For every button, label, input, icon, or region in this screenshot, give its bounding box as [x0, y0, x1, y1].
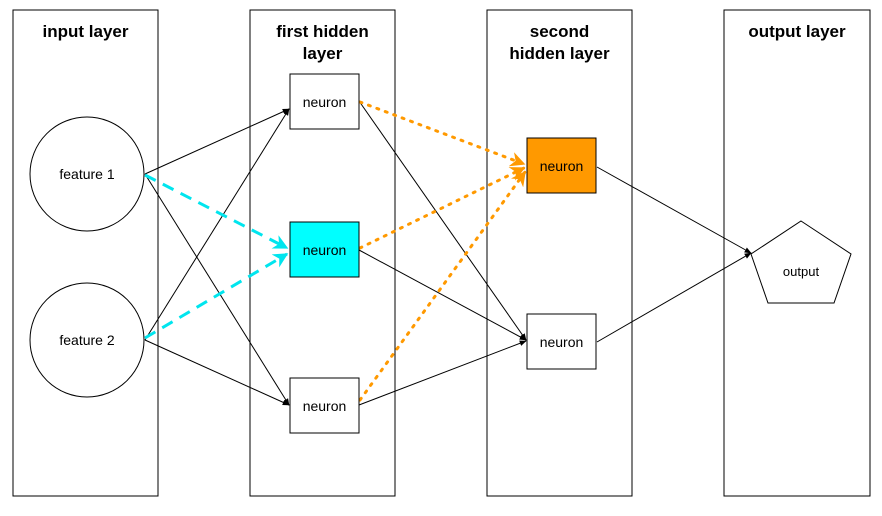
edge-f1-h1n2-highlight	[144, 173, 289, 250]
hidden1-neuron-1: neuron	[289, 73, 360, 130]
edges-cyan-dashed	[144, 173, 289, 340]
edge-h1n3-h2n1-highlight	[358, 170, 527, 402]
hidden2-neuron-1: neuron	[526, 137, 597, 194]
edge-f1-h1n3	[144, 173, 290, 406]
input-node-feature-2: feature 2	[29, 282, 145, 398]
output-node: output	[750, 220, 852, 304]
input-node-circle	[29, 116, 145, 232]
neuron-box	[289, 377, 360, 434]
output-pentagon	[750, 220, 852, 304]
neuron-label: neuron	[303, 242, 347, 258]
hidden1-neuron-3: neuron	[289, 377, 360, 434]
input-node-feature-1: feature 1	[29, 116, 145, 232]
edge-h1n3-h2n2	[358, 340, 527, 406]
output-label: output	[783, 264, 820, 279]
edges-orange-dotted	[358, 100, 527, 402]
input-node-circle	[29, 282, 145, 398]
input-node-label: feature 2	[59, 332, 114, 348]
edge-h1n2-h2n1-highlight	[358, 166, 526, 250]
neuron-box	[289, 73, 360, 130]
edge-f2-h1n1	[144, 108, 290, 341]
neuron-box-highlight-orange	[526, 137, 597, 194]
neuron-label: neuron	[303, 94, 347, 110]
edge-f1-h1n1	[144, 108, 290, 175]
hidden1-neuron-2: neuron	[289, 221, 360, 278]
layer-first-hidden-title-line1: first hidden	[276, 22, 369, 41]
layer-input-box	[12, 9, 159, 497]
edge-h1n1-h2n2	[358, 100, 527, 341]
neuron-label: neuron	[540, 334, 584, 350]
neuron-box-highlight-cyan	[289, 221, 360, 278]
layer-first-hidden-title-line2: layer	[303, 44, 343, 63]
layer-output-title: output layer	[748, 22, 846, 41]
edge-f2-h1n3	[144, 339, 290, 406]
input-node-label: feature 1	[59, 166, 114, 182]
hidden2-neuron-2: neuron	[526, 313, 597, 370]
layer-second-hidden-box	[486, 9, 633, 497]
edge-h2n1-output	[596, 166, 752, 254]
layer-second-hidden-title-line1: second	[530, 22, 590, 41]
layer-second-hidden-title-line2: hidden layer	[509, 44, 610, 63]
edge-h2n2-output	[596, 252, 752, 343]
layer-input-title: input layer	[43, 22, 129, 41]
edge-h1n2-h2n2	[358, 249, 527, 341]
layer-input: input layer	[12, 9, 159, 497]
layer-second-hidden: second hidden layer	[486, 9, 633, 497]
edges-solid	[144, 100, 752, 406]
neuron-box	[526, 313, 597, 370]
neuron-label: neuron	[303, 398, 347, 414]
neuron-label: neuron	[540, 158, 584, 174]
edge-h1n1-h2n1-highlight	[358, 100, 526, 167]
edge-f2-h1n2-highlight	[144, 252, 289, 340]
